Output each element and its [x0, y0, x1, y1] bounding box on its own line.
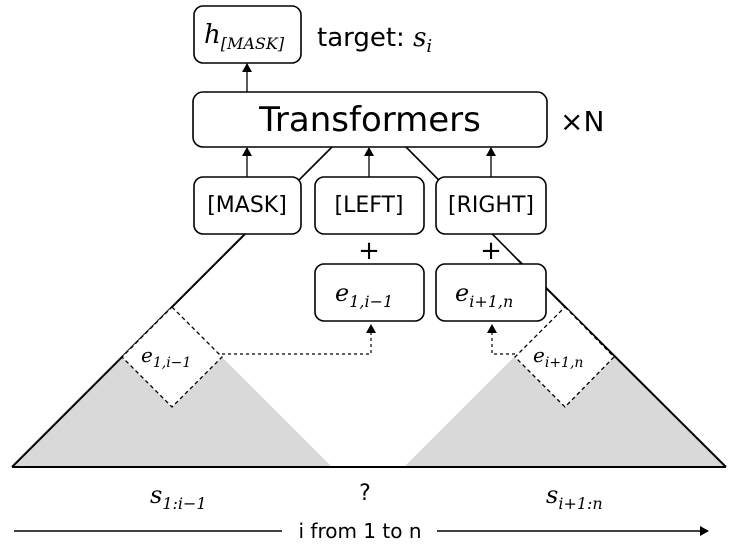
- repeat-label: ×N: [560, 105, 604, 138]
- plus-right: +: [480, 236, 502, 266]
- plus-left: +: [358, 236, 380, 266]
- bottom-middle-label: ?: [359, 481, 371, 506]
- left-embedding-label: e1,i−1: [335, 279, 393, 311]
- target-label: target: si: [317, 23, 432, 57]
- diamond-left-label: e1,i−1: [141, 343, 191, 371]
- left-diamond: [121, 306, 223, 408]
- left-embedding-box: [314, 263, 425, 322]
- right-embedding-label: ei+1,n: [455, 279, 513, 311]
- right-embedding-connector: [487, 324, 515, 355]
- bottom-left-label: s1:i−1: [150, 481, 207, 513]
- left-token-label: [LEFT]: [334, 193, 403, 218]
- axis-label: i from 1 to n: [298, 519, 421, 543]
- left-embedding-connector: [222, 324, 376, 355]
- right-token-label: [RIGHT]: [448, 193, 534, 218]
- right-triangle: [517, 259, 727, 468]
- bottom-right-label: si+1:n: [546, 481, 603, 513]
- right-diamond: [514, 306, 615, 408]
- diamond-right-label: ei+1,n: [533, 343, 583, 371]
- mask-token-label: [MASK]: [207, 193, 287, 218]
- right-embedding-box: [435, 263, 547, 322]
- left-shaded-region: [12, 357, 332, 467]
- right-shaded-region: [404, 357, 726, 467]
- transformers-label: Transformers: [258, 100, 481, 140]
- output-label: h[MASK]: [204, 20, 285, 53]
